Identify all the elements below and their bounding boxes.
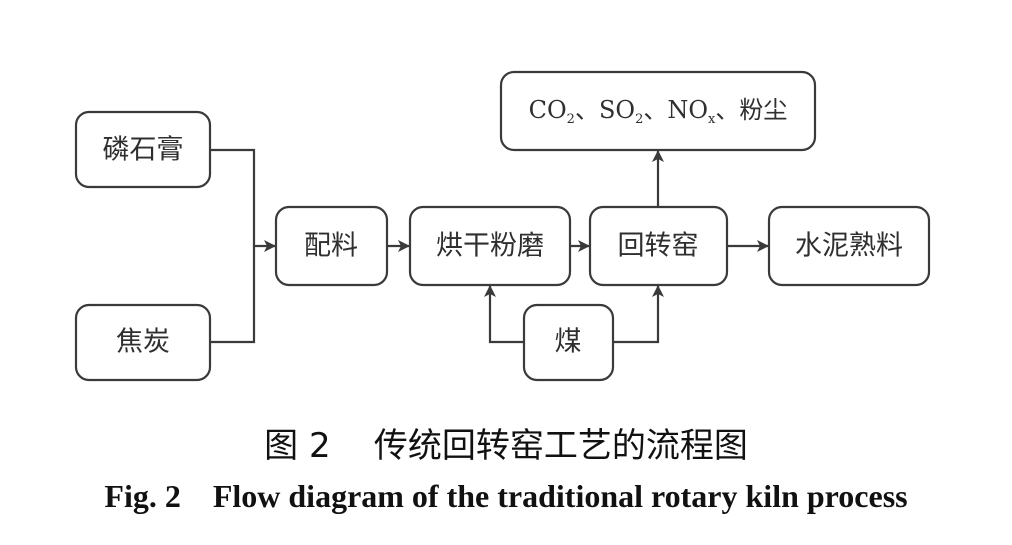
- node-emissions-label: CO2、SO2、NOx、粉尘: [529, 96, 788, 127]
- emission-so2: SO: [599, 96, 635, 124]
- edge-coke-to-batching: [210, 246, 256, 344]
- edge-coal-to-drying: [484, 285, 524, 344]
- emission-dust: 粉尘: [739, 96, 787, 124]
- emission-nox-subscript: x: [708, 112, 716, 127]
- node-batching: 配料: [274, 205, 389, 287]
- node-coke-label: 焦炭: [116, 327, 170, 358]
- emission-co2-subscript: 2: [567, 112, 575, 127]
- node-emissions: CO2、SO2、NOx、粉尘: [499, 70, 817, 152]
- node-batching-label: 配料: [304, 231, 358, 262]
- node-coal-label: 煤: [555, 327, 582, 358]
- edge-phosphogypsum-to-batching: [210, 148, 276, 252]
- emission-separator-2: 、: [643, 96, 667, 124]
- node-phosphogypsum-label: 磷石膏: [103, 135, 184, 166]
- node-drying-grinding-label: 烘干粉磨: [436, 231, 544, 262]
- emission-separator-3: 、: [715, 96, 739, 124]
- emission-separator-1: 、: [575, 96, 599, 124]
- emission-co2: CO: [529, 96, 567, 124]
- emission-nox: NO: [667, 96, 708, 124]
- emission-so2-subscript: 2: [635, 112, 643, 127]
- node-rotary-kiln-label: 回转窑: [618, 231, 699, 262]
- figure-caption-english: Fig. 2 Flow diagram of the traditional r…: [104, 478, 908, 514]
- node-cement-clinker: 水泥熟料: [767, 205, 931, 287]
- node-drying-grinding: 烘干粉磨: [408, 205, 572, 287]
- node-coal: 煤: [522, 303, 615, 382]
- figure-caption-chinese: 图 2 传统回转窑工艺的流程图: [264, 426, 748, 466]
- node-cement-clinker-label: 水泥熟料: [795, 231, 903, 262]
- node-rotary-kiln: 回转窑: [588, 205, 729, 287]
- edge-coal-to-kiln: [613, 285, 664, 344]
- flow-diagram: 磷石膏 焦炭 配料 烘干粉磨 回转窑 水泥熟料 煤 CO2、SO2、NOx、粉尘: [74, 70, 931, 382]
- node-coke: 焦炭: [74, 303, 212, 382]
- node-phosphogypsum: 磷石膏: [74, 110, 212, 189]
